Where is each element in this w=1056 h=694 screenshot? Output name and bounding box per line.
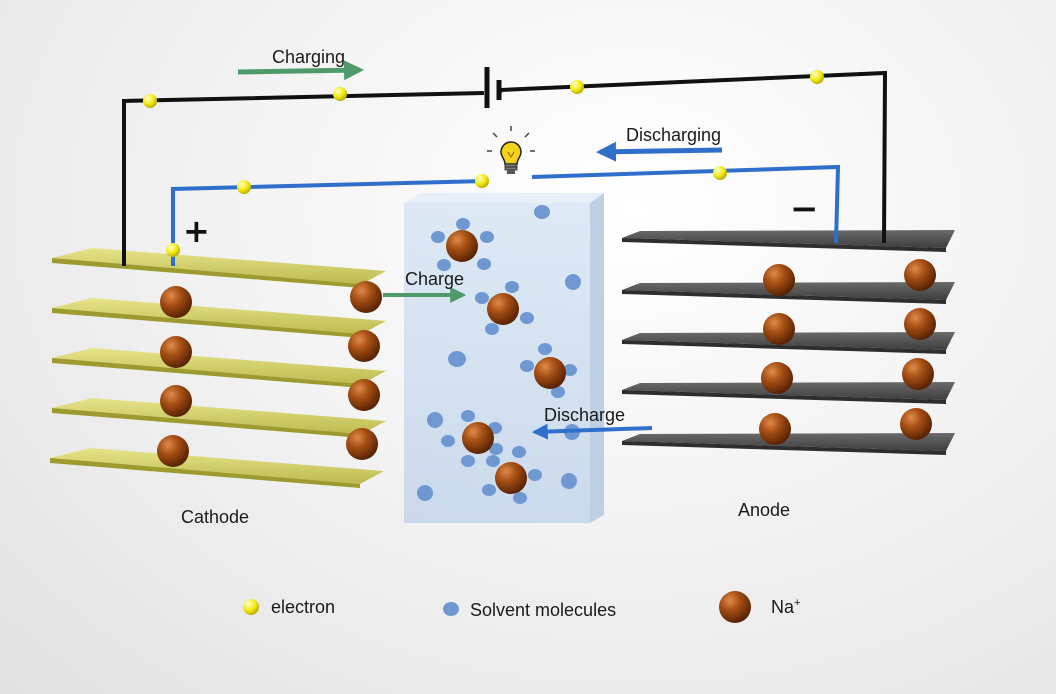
charge-label: Charge xyxy=(405,269,465,289)
electron xyxy=(810,70,824,84)
legend-na-label: Na+ xyxy=(771,597,800,618)
charging-label: Charging xyxy=(272,47,346,67)
anode-plate xyxy=(622,230,955,252)
electron xyxy=(475,174,489,188)
anode-na-ions xyxy=(759,259,936,445)
na-ion xyxy=(160,286,192,318)
discharging-label: Discharging xyxy=(626,125,722,145)
legend-solvent-label: Solvent molecules xyxy=(470,600,617,620)
na-ion xyxy=(763,264,795,296)
anode-plates xyxy=(622,230,955,455)
legend-electron-symbol xyxy=(243,599,259,615)
na-ion xyxy=(904,259,936,291)
electron xyxy=(166,243,180,257)
light-bulb-icon xyxy=(487,126,535,174)
electron xyxy=(333,87,347,101)
cathode-plate xyxy=(50,448,384,488)
discharge-label: Discharge xyxy=(544,405,626,425)
solvated-ion xyxy=(475,281,534,335)
cathode-label: Cathode xyxy=(181,507,250,527)
na-ion xyxy=(902,358,934,390)
solvent-molecule xyxy=(561,473,577,489)
solvated-ion xyxy=(482,446,542,504)
na-ion xyxy=(350,281,382,313)
anode-plate xyxy=(622,382,955,404)
electron xyxy=(713,166,727,180)
anode-plate xyxy=(622,433,955,455)
na-ion xyxy=(348,330,380,362)
electron xyxy=(143,94,157,108)
charging-arrow xyxy=(237,60,364,81)
legend-na-symbol xyxy=(719,591,751,623)
solvent-molecule xyxy=(427,412,443,428)
cathode-plates xyxy=(50,248,386,488)
solvent-molecule xyxy=(417,485,433,501)
legend-electron-label: electron xyxy=(271,597,336,617)
discharging-circuit xyxy=(171,164,841,266)
na-ion xyxy=(904,308,936,340)
anode-label: Anode xyxy=(738,500,791,520)
na-ion xyxy=(157,435,189,467)
solvated-ion xyxy=(441,410,503,467)
solvent-molecule xyxy=(534,205,550,219)
na-ion xyxy=(900,408,932,440)
negative-terminal-sign: − xyxy=(790,189,819,229)
na-ion xyxy=(759,413,791,445)
wire-electrons xyxy=(143,70,824,257)
na-ion xyxy=(761,362,793,394)
discharging-arrow xyxy=(596,141,723,162)
positive-terminal-sign: + xyxy=(183,212,210,250)
solvent-molecule xyxy=(448,351,466,367)
electron xyxy=(570,80,584,94)
cathode-plate xyxy=(52,298,386,338)
cathode-plate xyxy=(52,348,386,388)
na-ion xyxy=(160,385,192,417)
battery-symbol xyxy=(484,67,502,108)
cathode-plate xyxy=(52,398,386,438)
cathode-na-ions xyxy=(157,281,382,467)
cathode-plate xyxy=(52,248,386,288)
solvated-ion xyxy=(431,218,494,271)
legend-symbols xyxy=(243,591,751,623)
na-ion xyxy=(763,313,795,345)
discharge-ion-arrow xyxy=(531,423,653,440)
legend-solvent-symbol xyxy=(443,602,459,616)
electron xyxy=(237,180,251,194)
legend-na-base: Na xyxy=(771,597,795,617)
legend-na-sup: + xyxy=(794,597,801,609)
solvent-molecules xyxy=(417,205,581,501)
solvent-molecule xyxy=(565,274,581,290)
na-ion xyxy=(346,428,378,460)
solvated-ion xyxy=(520,343,577,398)
na-ion xyxy=(348,379,380,411)
solvated-na-ions xyxy=(431,218,577,504)
na-ion xyxy=(160,336,192,368)
